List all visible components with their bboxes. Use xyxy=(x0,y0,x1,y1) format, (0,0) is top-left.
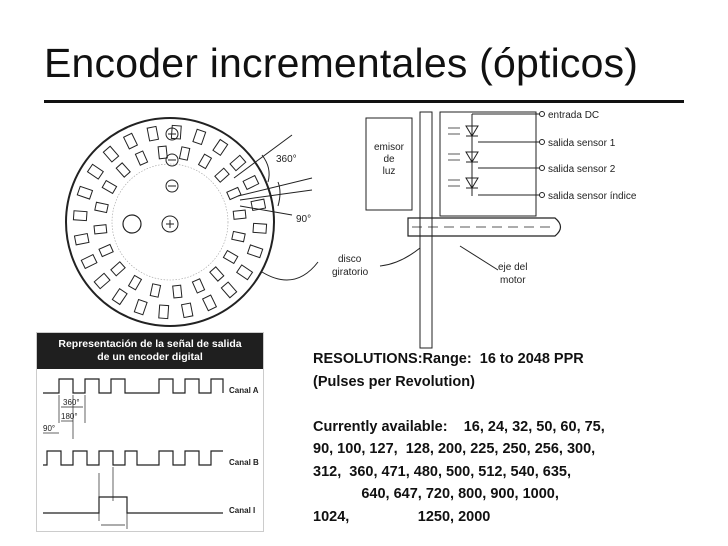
disk-slot xyxy=(252,222,268,234)
disk-slot xyxy=(231,230,246,243)
disk-slot xyxy=(172,284,183,299)
canal-b-waveform xyxy=(43,450,223,466)
disk-slot xyxy=(149,283,162,298)
disk-slot xyxy=(242,174,260,191)
disk-slot xyxy=(192,128,207,146)
disk-slot xyxy=(80,253,98,270)
signal-heading-line-2: de un encoder digital xyxy=(97,351,203,363)
resolution-line: 1024, 1250, 2000 xyxy=(313,508,491,525)
disk-slot xyxy=(72,210,88,222)
angle-90-label: 90° xyxy=(296,214,311,225)
disk-slot xyxy=(220,281,238,299)
disk-slot xyxy=(133,298,148,316)
resolutions-text: RESOLUTIONS:Range: 16 to 2048 PPR (Pulse… xyxy=(313,348,713,528)
disk-slot xyxy=(209,266,225,282)
signal-panel: Representación de la señal de salida de … xyxy=(36,332,264,532)
resolution-line: 312, 360, 471, 480, 500, 512, 540, 635, xyxy=(313,463,571,480)
disk-slot xyxy=(102,145,120,163)
disk-slot xyxy=(214,167,230,183)
signal-heading-line-1: Representación de la señal de salida xyxy=(58,338,242,350)
photodiode-group xyxy=(448,111,545,198)
output-label-sensor1: salida sensor 1 xyxy=(548,138,616,149)
disk-slot xyxy=(229,154,247,172)
disk-slot xyxy=(157,145,168,160)
eje-label-1: eje del xyxy=(498,262,527,273)
disk-slot xyxy=(146,125,160,142)
disco-label-1: disco xyxy=(338,254,362,265)
disk-slot xyxy=(191,278,206,294)
slide-title: Encoder incrementales (ópticos) xyxy=(44,40,639,86)
canal-i-label: Canal I xyxy=(229,506,255,515)
disk-slot xyxy=(232,209,247,220)
emisor-label-1: emisor xyxy=(374,142,405,153)
resolution-line: Currently available: 16, 24, 32, 50, 60,… xyxy=(313,418,605,435)
disk-slot xyxy=(201,294,218,312)
signal-waveforms: 360° 180° 90° Canal A Canal B Canal I xyxy=(43,378,259,529)
angle-label-90: 90° xyxy=(43,424,55,433)
terminal-icon xyxy=(539,165,545,171)
canal-a-label: Canal A xyxy=(229,386,259,395)
disk-slot xyxy=(93,272,111,290)
disk-leader xyxy=(261,261,319,281)
disk-slot xyxy=(110,261,126,277)
light-arrow-icon xyxy=(448,179,460,187)
disk-slot xyxy=(170,124,182,140)
output-label-index: salida sensor índice xyxy=(548,191,637,202)
disk-slot xyxy=(222,249,239,265)
disk-slot xyxy=(111,288,128,306)
terminal-icon xyxy=(539,192,545,198)
disk-slot xyxy=(76,185,94,200)
disk-slot xyxy=(115,162,131,178)
disk-slot xyxy=(73,232,90,246)
emisor-label-2: de xyxy=(383,154,395,165)
disco-label-2: giratorio xyxy=(332,267,369,278)
angle-360-label: 360° xyxy=(276,154,297,165)
disk-slot xyxy=(197,153,213,170)
terminal-icon xyxy=(539,139,545,145)
terminal-icon xyxy=(539,111,545,117)
disk-slot xyxy=(158,304,170,320)
disk-slot xyxy=(127,274,143,291)
output-label-sensor2: salida sensor 2 xyxy=(548,164,616,175)
resolution-line: (Pulses per Revolution) xyxy=(313,373,475,390)
disk-slot xyxy=(180,302,194,319)
disk-slot xyxy=(212,138,229,156)
output-label-dc: entrada DC xyxy=(548,110,599,121)
sensor-box xyxy=(439,111,537,217)
disk-slot xyxy=(101,179,118,195)
canal-i-waveform xyxy=(43,496,223,514)
encoder-disk xyxy=(65,117,275,327)
motor-shaft xyxy=(407,217,562,237)
light-arrow-icon xyxy=(448,153,460,161)
resolution-line: 90, 100, 127, 128, 200, 225, 250, 256, 3… xyxy=(313,441,596,457)
disk-slot xyxy=(122,132,139,150)
resolution-line: 640, 647, 720, 800, 900, 1000, xyxy=(313,486,559,502)
angle-label-180: 180° xyxy=(61,412,78,421)
canal-b-label: Canal B xyxy=(229,458,259,467)
disk-slot xyxy=(94,201,109,214)
disk-slot xyxy=(246,244,264,259)
title-underline xyxy=(44,100,684,103)
disk-slot xyxy=(226,186,242,201)
resolution-line: RESOLUTIONS:Range: 16 to 2048 PPR xyxy=(313,351,584,367)
emisor-label-3: luz xyxy=(383,166,396,177)
disk-slot xyxy=(236,264,254,281)
eje-label-2: motor xyxy=(500,275,526,286)
disk-slot xyxy=(98,243,114,258)
disk-edge xyxy=(419,111,433,349)
resolution-line xyxy=(313,393,713,416)
canal-a-waveform xyxy=(43,378,224,394)
signal-panel-heading: Representación de la señal de salida de … xyxy=(37,333,263,369)
disk-slot xyxy=(93,224,108,235)
light-emitter-box xyxy=(365,117,413,211)
light-arrow-icon xyxy=(448,127,460,135)
shaft-leader xyxy=(459,245,499,271)
disk-slot xyxy=(178,146,191,161)
disk-slot xyxy=(134,150,149,166)
angle-markers xyxy=(233,134,313,216)
sensor-wiring xyxy=(471,113,540,196)
angle-label-360: 360° xyxy=(63,398,80,407)
disk-slot xyxy=(86,163,104,180)
